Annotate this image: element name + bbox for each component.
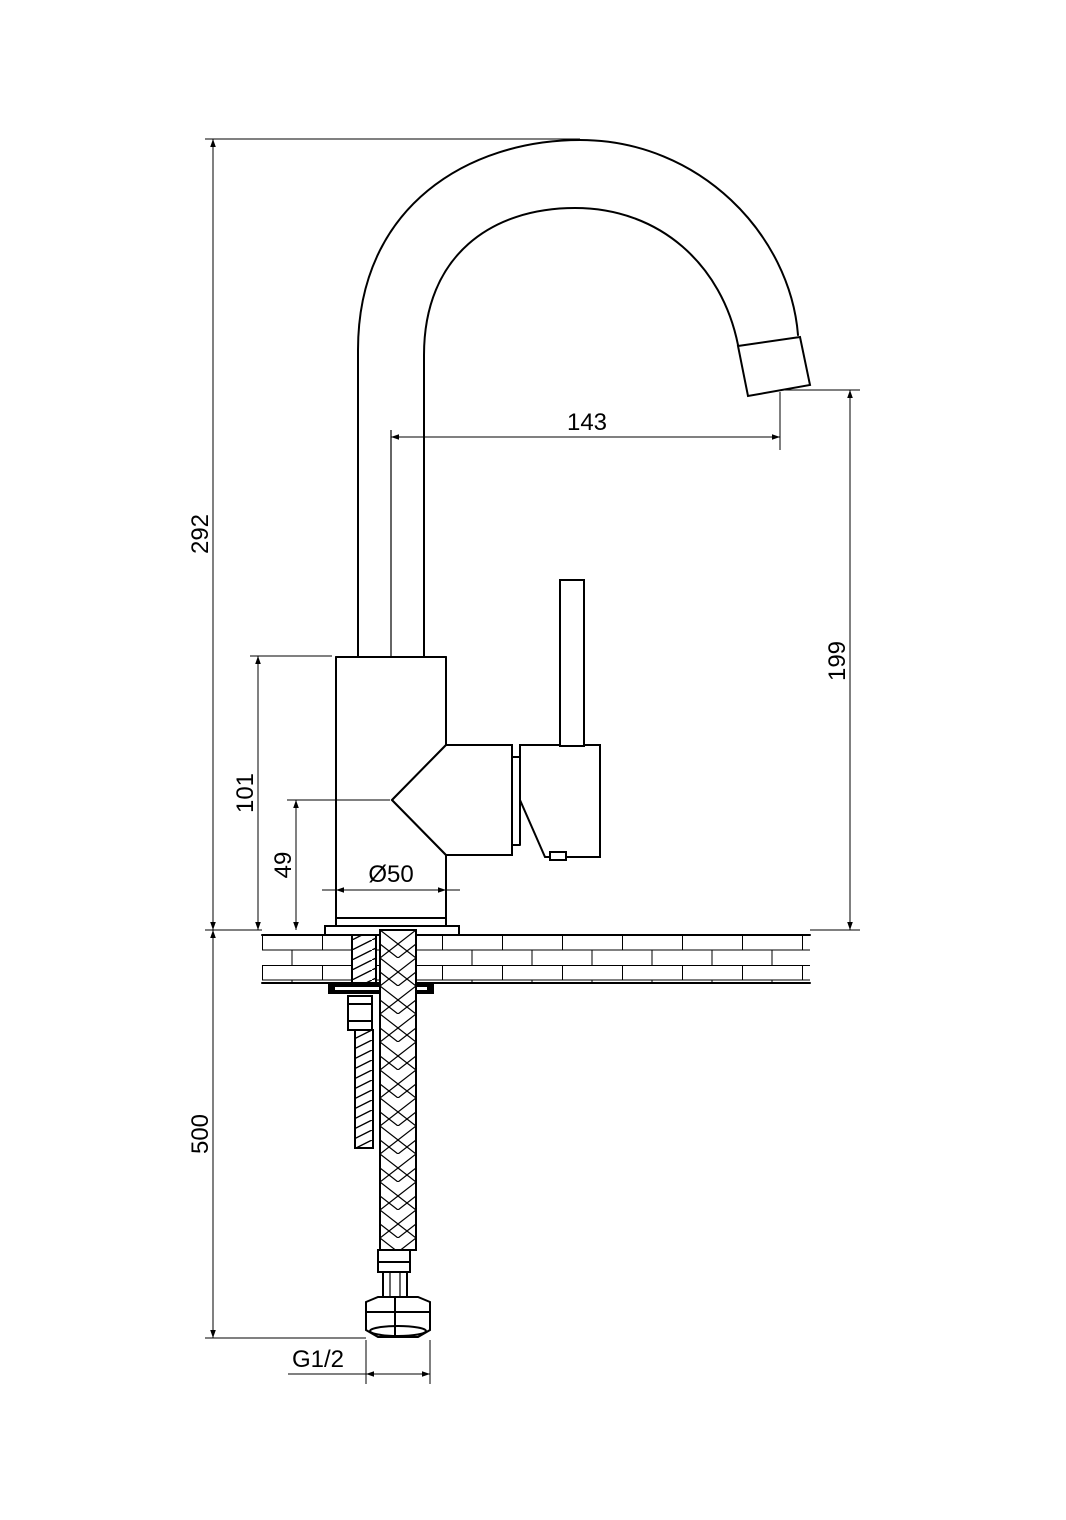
countertop xyxy=(261,934,811,984)
dimension-49: 49 xyxy=(270,799,390,930)
dimension-g12: G1/2 xyxy=(288,1340,431,1384)
dimension-143: 143 xyxy=(391,392,781,450)
dimension-101: 101 xyxy=(232,655,332,930)
dimension-143-label: 143 xyxy=(567,409,607,436)
faucet-body xyxy=(335,579,601,921)
dimension-g12-label: G1/2 xyxy=(292,1346,344,1373)
dimension-500-label: 500 xyxy=(187,1114,214,1154)
dimension-199-label: 199 xyxy=(824,641,851,681)
dimension-diameter-50-label: Ø50 xyxy=(368,861,413,888)
dimension-292: 292 xyxy=(187,138,580,930)
dimension-199: 199 xyxy=(785,389,860,931)
dimension-500: 500 xyxy=(187,929,366,1339)
spout xyxy=(357,139,812,658)
dimension-292-label: 292 xyxy=(187,514,214,554)
supply-hose xyxy=(365,929,431,1338)
dimension-diameter-50: Ø50 xyxy=(322,861,460,920)
dimension-49-label: 49 xyxy=(270,852,297,879)
dimension-101-label: 101 xyxy=(232,773,259,813)
mounting-stud xyxy=(347,934,377,1149)
